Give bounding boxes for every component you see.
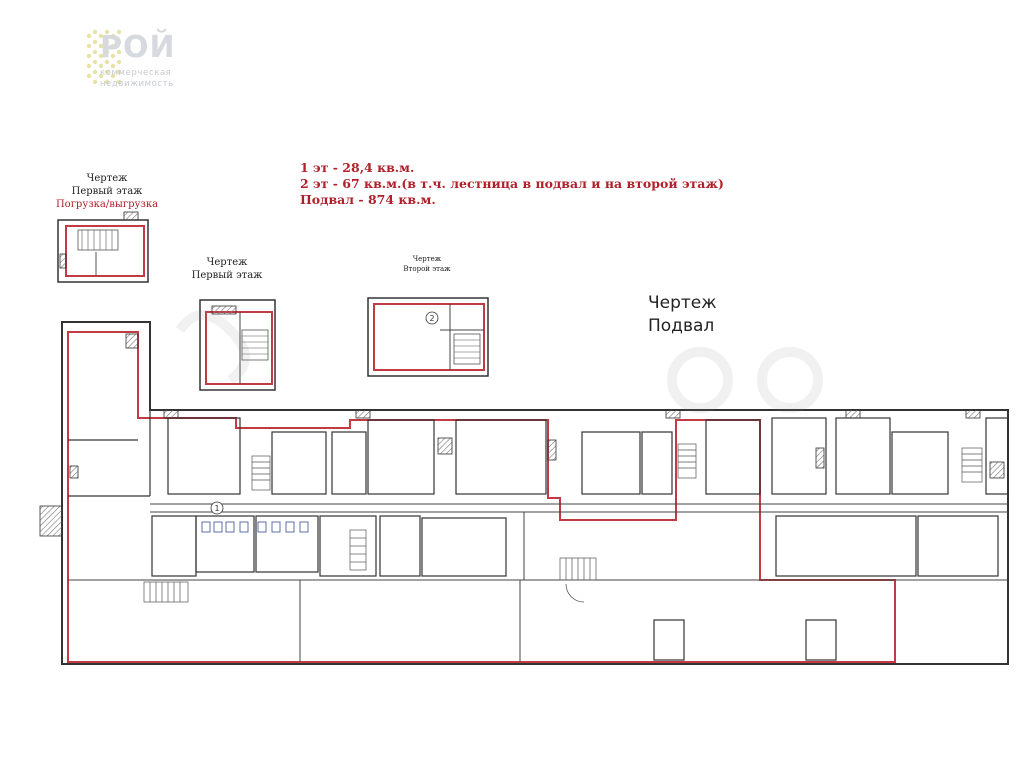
basement-marker: 1	[214, 504, 219, 513]
area-first-floor: 1 эт - 28,4 кв.м.	[300, 160, 415, 175]
stairs	[143, 443, 983, 603]
area-second-floor: 2 эт - 67 кв.м.(в т.ч. лестница в подвал…	[300, 176, 724, 191]
second-floor-marker: 2	[429, 314, 434, 323]
plan-label-loading-line3: Погрузка/выгрузка	[55, 199, 159, 210]
plan-label-first-floor-line2: Первый этаж	[191, 270, 263, 281]
area-summary: 1 эт - 28,4 кв.м. 2 эт - 67 кв.м.(в т.ч.…	[300, 160, 724, 208]
logo-subtitle-line1: коммерческая	[100, 68, 172, 78]
plan-label-first-floor-line1: Чертеж	[206, 257, 248, 268]
area-basement: Подвал - 874 кв.м.	[300, 192, 436, 207]
plan-label-second-floor-line2: Второй этаж	[403, 265, 451, 273]
plan-label-first-floor: Чертеж Первый этаж	[182, 256, 272, 282]
plan-loading-area	[57, 211, 149, 283]
plan-label-basement-line1: Чертеж	[648, 293, 717, 313]
plan-label-loading-line2: Первый этаж	[71, 186, 143, 197]
plan-first-floor	[199, 299, 276, 391]
plan-label-loading: Чертеж Первый этаж Погрузка/выгрузка	[52, 172, 162, 211]
plan-label-basement-line2: Подвал	[648, 316, 715, 336]
plan-label-loading-line1: Чертеж	[86, 173, 128, 184]
plan-basement: 1	[39, 321, 1009, 665]
watermark	[175, 310, 823, 413]
logo-subtitle-line2: недвижимость	[100, 79, 174, 89]
logo-subtitle: коммерческая недвижимость	[100, 68, 174, 90]
wc-fixtures	[201, 521, 309, 533]
plan-label-basement: Чертеж Подвал	[648, 292, 717, 338]
plan-label-second-floor: Чертеж Второй этаж	[387, 254, 467, 274]
logo-title: РОЙ	[100, 30, 176, 65]
logo-honeycomb-icon	[86, 29, 122, 85]
plan-label-second-floor-line1: Чертеж	[412, 255, 442, 263]
plan-second-floor: 2	[367, 297, 489, 377]
